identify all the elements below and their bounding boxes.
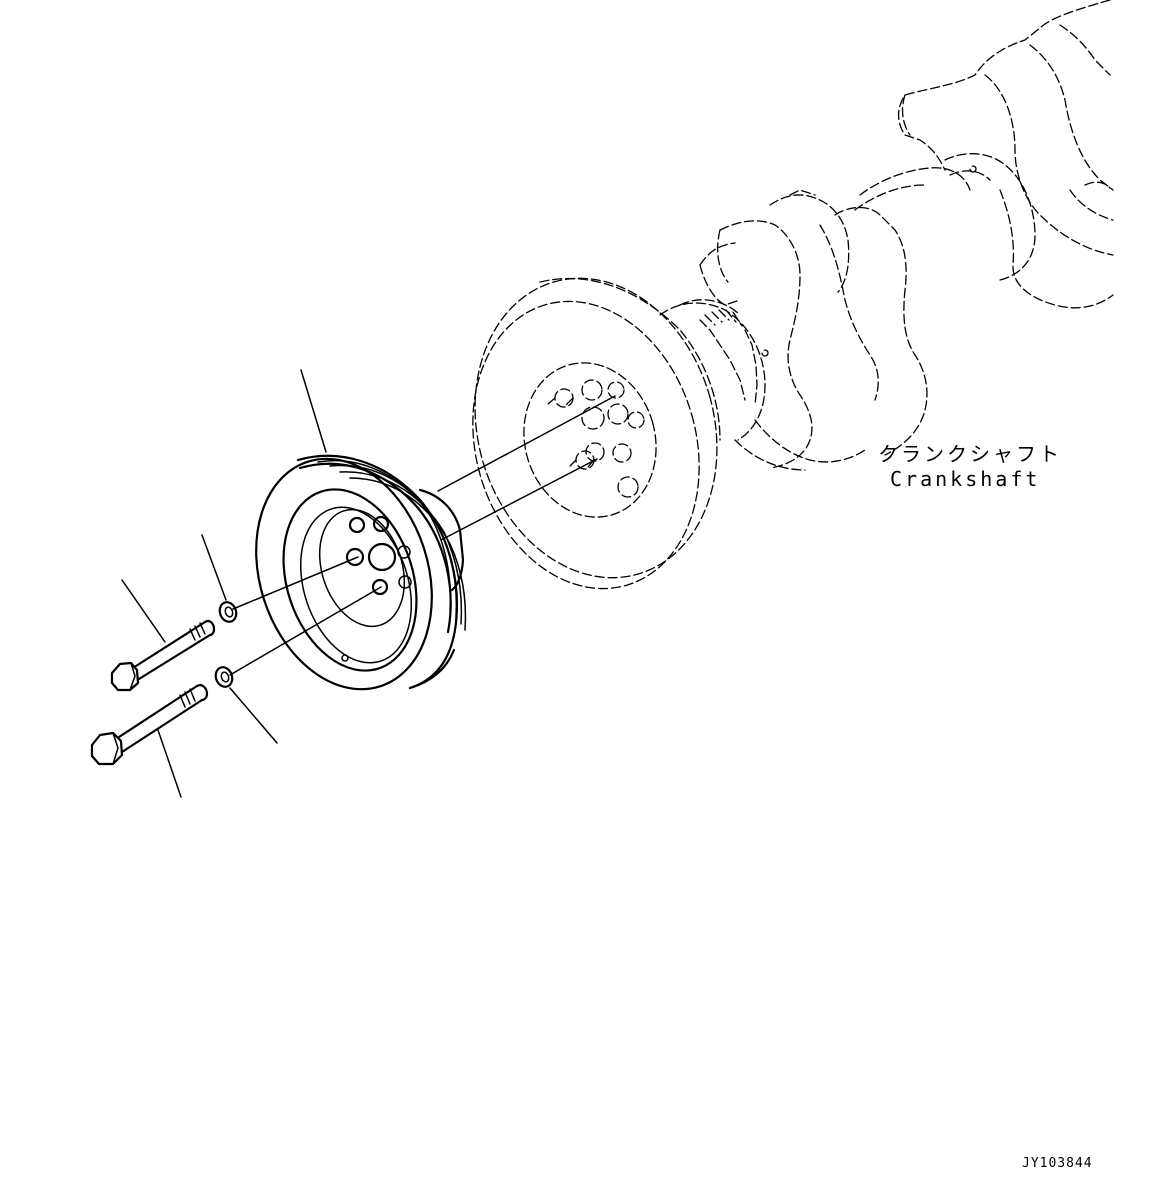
crankshaft-phantom [659, 0, 1114, 471]
crankshaft-label-en: Crankshaft [890, 467, 1041, 491]
vibration-damper-phantom [472, 277, 721, 590]
bolt-lower [90, 684, 209, 798]
washer-lower [214, 666, 278, 744]
crank-pulley [255, 369, 467, 691]
crankshaft-label-jp: クランクシャフト [878, 442, 1062, 466]
bolt-upper [110, 579, 216, 692]
alignment-lines [229, 395, 616, 676]
drawing-id: JY103844 [1022, 1156, 1093, 1171]
washer-upper [201, 534, 238, 623]
